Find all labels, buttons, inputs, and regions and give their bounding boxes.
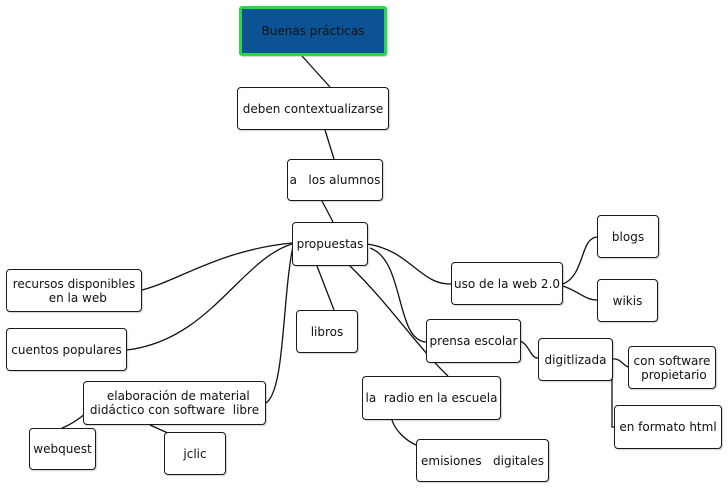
node-propuestas[interactable]: propuestas xyxy=(292,222,368,266)
connector-material-webquest xyxy=(61,413,86,429)
connector-root-contextualize xyxy=(301,55,331,88)
node-libros[interactable]: libros xyxy=(296,310,358,353)
node-cuentos-populares[interactable]: cuentos populares xyxy=(6,328,127,371)
node-deben-contextualizarse[interactable]: deben contextualizarse xyxy=(237,87,389,130)
node-elaboracion-material[interactable]: elaboración de material didáctico con so… xyxy=(83,381,266,425)
node-prensa-escolar[interactable]: prensa escolar xyxy=(426,319,521,363)
node-blogs[interactable]: blogs xyxy=(597,215,659,258)
node-en-formato-html[interactable]: en formato html xyxy=(614,405,722,449)
connector-students-proposals xyxy=(321,200,334,223)
connector-proposals-folk-tales xyxy=(126,243,293,351)
connector-proposals-web20 xyxy=(366,243,452,285)
connector-proposals-web-resources xyxy=(141,242,293,291)
node-a-los-alumnos[interactable]: a los alumnos xyxy=(287,159,383,201)
connector-proposals-school-radio xyxy=(349,265,449,377)
node-digitlizada[interactable]: digitlizada xyxy=(538,338,613,381)
connector-contextualize-students xyxy=(324,129,335,160)
node-webquest[interactable]: webquest xyxy=(29,428,96,470)
connector-web20-wikis xyxy=(562,285,598,301)
connector-proposals-school-press xyxy=(369,247,427,343)
node-jclic[interactable]: jclic xyxy=(164,432,226,475)
connector-digitized-html-format xyxy=(611,374,614,428)
node-radio-escuela[interactable]: la radio en la escuela xyxy=(362,376,501,420)
connector-school-press-digitized xyxy=(519,340,539,359)
node-con-software-propietario[interactable]: con software propietario xyxy=(628,346,716,389)
connector-proposals-material xyxy=(265,245,294,404)
connector-digitized-proprietary xyxy=(611,358,629,368)
connector-school-radio-digital-broadcasts xyxy=(391,419,417,446)
central-topic-node[interactable]: Buenas prácticas xyxy=(239,6,387,56)
node-uso-web-20[interactable]: uso de la web 2.0 xyxy=(451,262,563,305)
node-emisiones-digitales[interactable]: emisiones digitales xyxy=(416,439,549,482)
connector-proposals-books xyxy=(316,265,335,311)
node-wikis[interactable]: wikis xyxy=(597,279,658,322)
connector-web20-blogs xyxy=(562,236,598,285)
node-recursos-disponibles[interactable]: recursos disponibles en la web xyxy=(6,269,142,312)
